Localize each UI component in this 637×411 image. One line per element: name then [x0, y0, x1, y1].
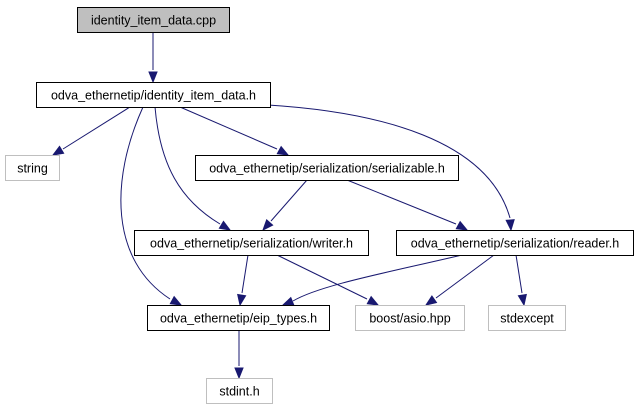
node-stdexcept: stdexcept — [488, 305, 566, 331]
edge-eip_types_h-to-stdint_h — [234, 330, 244, 380]
arrowhead — [237, 293, 247, 307]
edge-writer_h-to-boost_asio_hpp — [276, 254, 380, 306]
edge-line — [267, 104, 511, 219]
edge-line — [154, 106, 221, 225]
edge-line — [179, 106, 278, 150]
arrowhead — [262, 219, 274, 232]
arrowhead — [218, 220, 232, 231]
edge-line — [346, 179, 457, 225]
node-stdint-h: stdint.h — [206, 378, 273, 404]
arrowhead — [517, 293, 527, 307]
node-identity-item-data-h[interactable]: odva_ethernetip/identity_item_data.h — [36, 82, 271, 108]
node-label: string — [17, 162, 48, 176]
edge-identity_item_data_cpp-to-identity_item_data_h — [148, 32, 158, 84]
node-label: odva_ethernetip/serialization/writer.h — [150, 237, 353, 251]
edge-serializable_h-to-writer_h — [262, 179, 308, 232]
node-label: odva_ethernetip/eip_types.h — [160, 312, 317, 326]
arrowhead — [424, 295, 438, 306]
edge-reader_h-to-eip_types_h — [281, 254, 463, 306]
node-label: stdexcept — [500, 312, 554, 326]
arrowhead — [455, 220, 469, 231]
node-box — [355, 305, 465, 331]
edge-line — [120, 106, 171, 300]
arrowhead — [366, 295, 380, 306]
node-box — [396, 230, 634, 256]
edge-line — [435, 254, 495, 299]
arrowhead — [505, 219, 515, 232]
node-label: identity_item_data.cpp — [91, 14, 216, 28]
node-reader-h[interactable]: odva_ethernetip/serialization/reader.h — [396, 230, 634, 256]
edge-identity_item_data_h-to-reader_h — [267, 104, 515, 232]
node-label: odva_ethernetip/serialization/reader.h — [411, 237, 620, 251]
node-box — [206, 378, 273, 404]
arrowhead — [281, 296, 295, 306]
edge-line — [276, 254, 368, 300]
node-box — [147, 305, 330, 331]
node-label: stdint.h — [219, 385, 259, 399]
edge-serializable_h-to-reader_h — [346, 179, 469, 231]
node-box — [5, 155, 60, 181]
node-writer-h[interactable]: odva_ethernetip/serialization/writer.h — [134, 230, 369, 256]
node-box — [488, 305, 566, 331]
node-serializable-h[interactable]: odva_ethernetip/serialization/serializab… — [195, 155, 459, 181]
edge-writer_h-to-eip_types_h — [237, 254, 249, 307]
node-box — [134, 230, 369, 256]
edge-identity_item_data_h-to-serializable_h — [179, 106, 290, 156]
arrowhead — [169, 295, 183, 306]
edges-layer — [51, 32, 527, 380]
node-box — [36, 82, 271, 108]
node-eip-types-h[interactable]: odva_ethernetip/eip_types.h — [147, 305, 330, 331]
node-box — [77, 7, 230, 33]
arrowhead — [148, 71, 158, 84]
node-label: odva_ethernetip/identity_item_data.h — [51, 89, 256, 103]
edge-identity_item_data_h-to-eip_types_h — [120, 106, 183, 306]
node-identity-item-data-cpp[interactable]: identity_item_data.cpp — [77, 7, 230, 33]
edge-line — [292, 254, 463, 302]
node-box — [195, 155, 459, 181]
edge-line — [62, 106, 131, 150]
node-label: boost/asio.hpp — [369, 312, 450, 326]
arrowhead — [51, 145, 65, 156]
node-label: odva_ethernetip/serialization/serializab… — [209, 162, 445, 176]
edge-identity_item_data_h-to-writer_h — [154, 106, 232, 231]
arrowhead — [276, 145, 290, 156]
edge-line — [270, 179, 308, 222]
edge-reader_h-to-boost_asio_hpp — [424, 254, 495, 306]
arrowhead — [234, 367, 244, 380]
edge-identity_item_data_h-to-string — [51, 106, 131, 156]
node-string: string — [5, 155, 60, 181]
edge-line — [515, 254, 523, 294]
edge-reader_h-to-stdexcept — [515, 254, 527, 307]
edge-line — [241, 254, 249, 294]
nodes-layer: identity_item_data.cpp odva_ethernetip/id… — [5, 7, 634, 404]
node-boost-asio-hpp: boost/asio.hpp — [355, 305, 465, 331]
